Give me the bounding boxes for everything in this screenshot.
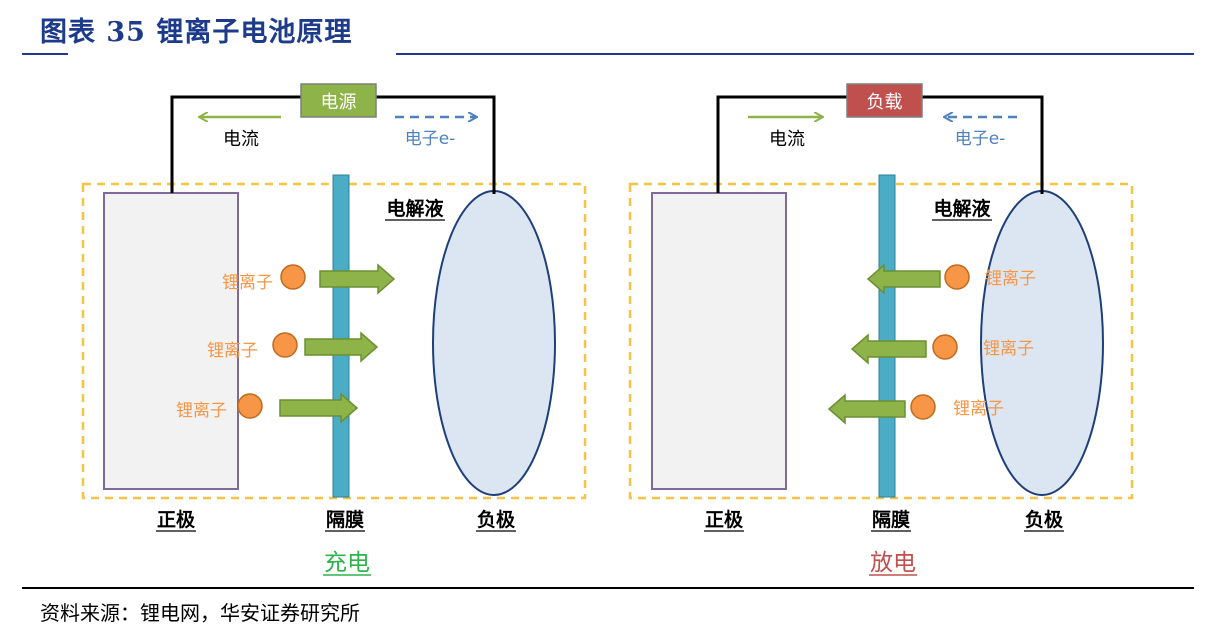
separator-label: 隔膜	[326, 508, 364, 531]
lithium-ion-label: 锂离子	[222, 273, 273, 293]
mode-caption: 放电	[870, 550, 916, 576]
ion-migration-arrow	[827, 393, 906, 425]
lithium-ion-label: 锂离子	[983, 339, 1034, 359]
negative-label: 负极	[477, 508, 516, 531]
electron-label: 电子e-	[405, 129, 456, 149]
lithium-ion-dot	[910, 394, 936, 420]
lithium-ion-dot	[280, 264, 306, 290]
external-wire-left	[716, 95, 847, 193]
ion-migration-arrow	[279, 392, 359, 424]
figure-header: 图表 35 锂离子电池原理	[0, 0, 1224, 58]
electron-label: 电子e-	[955, 129, 1006, 149]
figure-title: 图表 35 锂离子电池原理	[40, 17, 353, 48]
ion-migration-arrow	[304, 331, 379, 363]
mode-caption: 充电	[324, 550, 370, 576]
external-wire-left	[170, 95, 301, 193]
negative-electrode	[432, 190, 556, 496]
electrolyte-label: 电解液	[386, 197, 444, 220]
ion-migration-arrow	[319, 263, 396, 295]
current-label: 电流	[769, 129, 805, 150]
load-box	[846, 83, 923, 118]
external-wire-right	[922, 95, 1044, 194]
footer-rule	[22, 587, 1194, 589]
lithium-ion-dot	[272, 332, 298, 358]
lithium-ion-label: 锂离子	[953, 399, 1004, 419]
title-rule-right	[396, 53, 1194, 55]
positive-electrode	[651, 192, 787, 490]
negative-label: 负极	[1025, 508, 1064, 531]
ion-migration-arrow	[866, 263, 941, 295]
positive-label: 正极	[705, 508, 744, 531]
separator-membrane	[878, 174, 896, 498]
separator-membrane	[332, 174, 350, 498]
dashed-cell-boundary	[81, 182, 587, 500]
discharge-panel: 负载电流电子e-电解液锂离子锂离子锂离子正极隔膜负极放电	[628, 83, 1134, 576]
load-label: 负载	[867, 92, 903, 113]
lithium-ion-label: 锂离子	[207, 341, 258, 361]
charge-panel: 电源电流电子e-电解液锂离子锂离子锂离子正极隔膜负极充电	[81, 83, 587, 576]
lithium-ion-label: 锂离子	[176, 401, 227, 421]
lithium-ion-dot	[237, 393, 263, 419]
external-wire-right	[376, 95, 496, 194]
title-rule-left	[22, 53, 68, 55]
power-source-box	[300, 83, 377, 118]
ion-migration-arrow	[850, 333, 927, 365]
current-label: 电流	[223, 129, 259, 150]
power-source-label: 电源	[321, 92, 357, 113]
lithium-ion-label: 锂离子	[985, 269, 1036, 289]
dashed-cell-boundary	[628, 182, 1134, 500]
lithium-ion-dot	[944, 264, 970, 290]
separator-label: 隔膜	[872, 508, 910, 531]
lithium-ion-dot	[932, 334, 958, 360]
source-note: 资料来源：锂电网，华安证券研究所	[40, 601, 360, 625]
electrolyte-label: 电解液	[933, 197, 991, 220]
positive-label: 正极	[157, 508, 196, 531]
positive-electrode	[103, 192, 239, 490]
